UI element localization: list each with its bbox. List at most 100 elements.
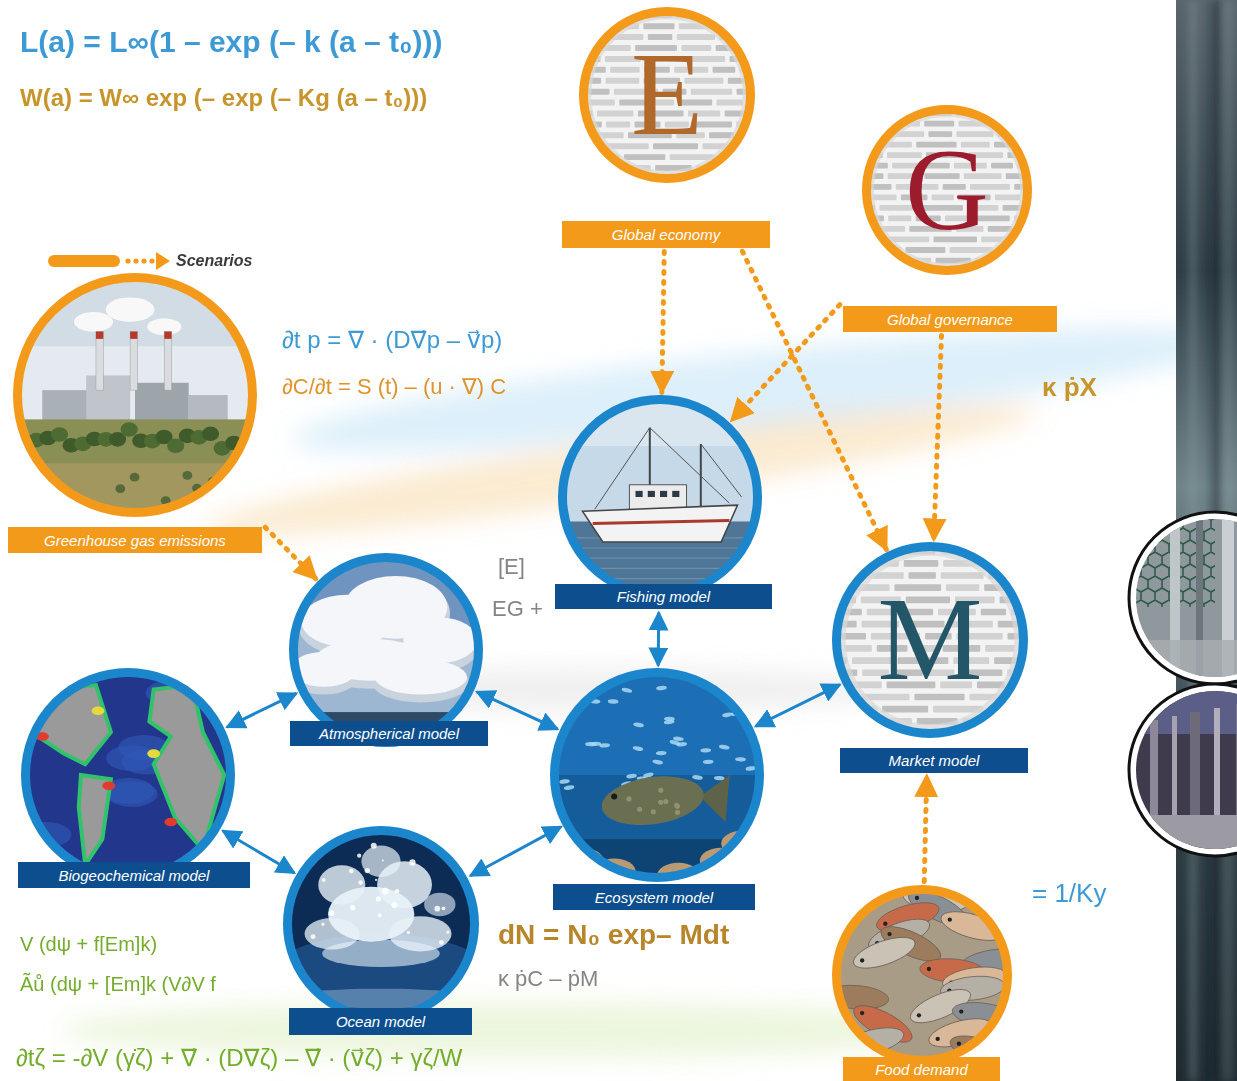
- scenario-circle: GGlobal governance: [862, 105, 1032, 275]
- letter-illustration: [754, 78, 794, 84]
- scenario-arrow: [731, 305, 839, 421]
- scenario-arrow: [742, 251, 886, 549]
- wave-illustration: [391, 902, 397, 908]
- wave-illustration: [321, 923, 324, 926]
- aquaculture-photo: [1130, 512, 1237, 690]
- reef-illustration: [703, 759, 714, 764]
- letter-illustration: [800, 572, 849, 579]
- legend-arrowhead: [156, 252, 170, 270]
- reef-illustration: [599, 743, 610, 748]
- letter-illustration: [544, 7, 794, 183]
- fish-illustration: [823, 883, 1026, 1071]
- photo-stripe: [1150, 720, 1158, 860]
- letter-illustration: [1020, 730, 1045, 737]
- letter-illustration: [981, 548, 1012, 555]
- circle-outline: [289, 553, 483, 747]
- letter-illustration: [550, 34, 594, 40]
- letter-illustration: [1019, 572, 1070, 579]
- letter-illustration: [904, 560, 939, 567]
- letter-illustration: [606, 121, 630, 127]
- letter-illustration: [1022, 110, 1062, 116]
- coupling-connector: [477, 692, 558, 729]
- reef-illustration: [585, 742, 596, 747]
- factory-illustration: [13, 273, 257, 517]
- letter-illustration: [747, 23, 784, 29]
- letter-illustration: [569, 23, 604, 29]
- map-illustration: [102, 781, 115, 790]
- scenario-arrow: [934, 335, 942, 540]
- letter-illustration: [821, 560, 860, 567]
- reef-illustration: [550, 668, 764, 882]
- circle-ring: [837, 890, 1008, 1061]
- wave-illustration: [442, 906, 446, 910]
- reef-illustration: [676, 742, 687, 747]
- letter-illustration: [1008, 694, 1052, 701]
- node-label-bar: Ecosystem model: [553, 884, 755, 910]
- letter-illustration: [597, 110, 634, 116]
- fish-illustration: [832, 885, 1012, 1065]
- wave-illustration: [349, 869, 354, 874]
- reef-illustration: [563, 785, 574, 791]
- reef-illustration: [608, 699, 619, 704]
- boat-illustration: [649, 428, 651, 489]
- letter-illustration: [552, 45, 588, 51]
- wave-illustration: [361, 846, 400, 877]
- factory-illustration: [115, 484, 125, 493]
- letter-illustration: [752, 110, 787, 116]
- initial-letter: G: [862, 105, 1032, 275]
- circle-ring: [563, 400, 758, 595]
- letter-illustration: [1013, 258, 1052, 264]
- letter-illustration: [823, 718, 857, 725]
- reef-illustration: [621, 687, 632, 694]
- letter-illustration: [793, 730, 820, 737]
- letter-illustration: [1017, 548, 1063, 555]
- factory-illustration: [130, 473, 140, 482]
- letter-illustration: [571, 165, 601, 171]
- equation-label: W(a) = W∞ exp (– exp (– Kg (a – t₀))): [20, 84, 427, 113]
- legend-dot: [133, 258, 138, 263]
- circle-outline: [21, 668, 235, 882]
- scenario-arrow: [662, 251, 664, 392]
- letter-illustration: [814, 548, 843, 555]
- letter-illustration: [924, 121, 954, 127]
- letter-illustration: [579, 7, 755, 183]
- letter-illustration: [834, 131, 877, 137]
- model-circle: Fishing model: [558, 395, 762, 599]
- circle-outline: [13, 273, 257, 517]
- letter-illustration: [544, 176, 568, 182]
- node-label-bar: Global governance: [843, 306, 1057, 332]
- model-circle: Atmospherical model: [289, 553, 483, 747]
- circle-ring: [288, 831, 475, 1018]
- reef-illustration: [656, 685, 667, 690]
- letter-illustration: [1019, 560, 1060, 567]
- factory-illustration: [164, 332, 171, 391]
- wave-illustration: [318, 865, 365, 904]
- wave-illustration: [329, 910, 335, 916]
- letter-illustration: [872, 194, 897, 200]
- reef-illustration: [700, 775, 730, 822]
- factory-illustration: [121, 422, 138, 437]
- reef-illustration: [692, 775, 703, 781]
- boat-illustration: [568, 547, 752, 548]
- equation-label: [E]: [498, 554, 525, 580]
- wave-illustration: [322, 878, 326, 882]
- reef-illustration: [637, 807, 642, 812]
- map-illustration: [21, 668, 235, 882]
- letter-illustration: [833, 226, 873, 232]
- letter-illustration: [745, 12, 786, 18]
- letter-illustration: [843, 645, 872, 652]
- model-circle: MMarket model: [832, 542, 1028, 738]
- boat-illustration: [568, 578, 752, 579]
- equation-label: = 1/Ky: [1032, 878, 1106, 909]
- letter-illustration: [882, 706, 928, 713]
- coupling-connector: [657, 612, 661, 665]
- factory-illustration: [182, 471, 192, 480]
- equation-label: ∂C/∂t = S (t) – (u · ∇) C: [282, 374, 506, 400]
- factory-illustration: [130, 332, 137, 339]
- photo-sky: [1130, 684, 1237, 734]
- wave-illustration: [424, 893, 455, 917]
- letter-illustration: [981, 609, 1006, 616]
- fish-illustration: [850, 931, 919, 975]
